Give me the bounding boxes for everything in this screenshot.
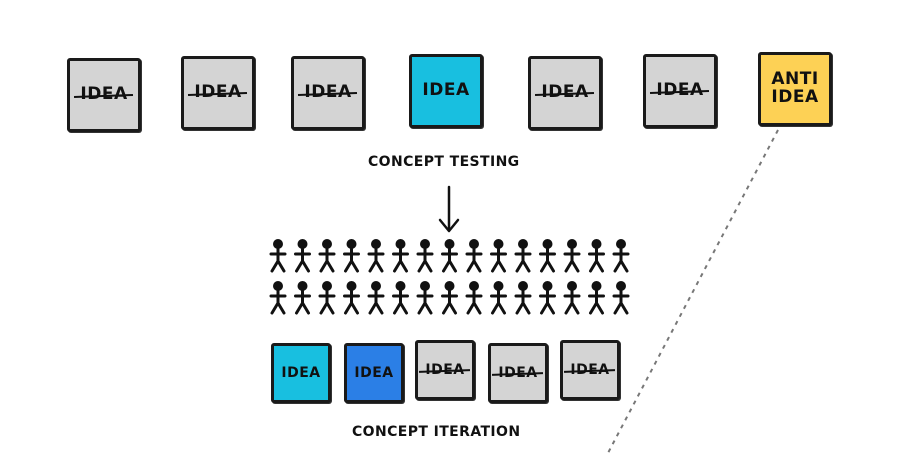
- person-icon: [563, 239, 581, 273]
- person-icon: [539, 281, 556, 315]
- person-icon: [294, 239, 311, 273]
- person-icon: [612, 281, 630, 315]
- person-icon: [318, 239, 336, 273]
- person-icon: [392, 239, 409, 273]
- person-icon: [514, 281, 532, 315]
- person-icon: [465, 239, 483, 273]
- idea-label: IDEA: [570, 361, 610, 378]
- person-icon: [367, 281, 385, 315]
- person-icon: [588, 281, 605, 315]
- person-icon: [343, 239, 360, 273]
- idea-box-selected: IDEA: [271, 343, 331, 403]
- person-icon: [269, 281, 287, 315]
- idea-label: IDEA: [281, 364, 321, 381]
- person-icon: [416, 281, 434, 315]
- person-icon: [490, 281, 507, 315]
- idea-label: IDEA: [194, 82, 242, 103]
- person-icon: [318, 281, 336, 315]
- idea-label: IDEA: [354, 364, 394, 381]
- idea-box-selected: IDEA: [344, 343, 404, 403]
- person-icon: [588, 239, 605, 273]
- person-icon: [441, 281, 458, 315]
- person-icon: [269, 239, 287, 273]
- person-icon: [392, 281, 409, 315]
- idea-label: IDEA: [656, 80, 704, 101]
- idea-box: IDEA: [181, 56, 255, 130]
- idea-box-selected: IDEA: [409, 54, 483, 128]
- idea-box: IDEA: [291, 56, 365, 130]
- idea-box: IDEA: [643, 54, 717, 128]
- person-icon: [612, 239, 630, 273]
- person-icon: [563, 281, 581, 315]
- person-icon: [539, 239, 556, 273]
- idea-box: IDEA: [560, 340, 620, 400]
- person-icon: [465, 281, 483, 315]
- person-icon: [367, 239, 385, 273]
- person-icon: [441, 239, 458, 273]
- person-icon: [294, 281, 311, 315]
- crowd-of-testers: [269, 239, 630, 315]
- idea-label: IDEA: [498, 364, 538, 381]
- idea-label: IDEA: [80, 84, 128, 105]
- idea-label: IDEA: [425, 361, 465, 378]
- idea-box: IDEA: [67, 58, 141, 132]
- idea-box: IDEA: [528, 56, 602, 130]
- down-arrow-icon: [438, 185, 460, 233]
- idea-label: IDEA: [304, 82, 352, 103]
- concept-testing-caption: CONCEPT TESTING: [368, 154, 520, 170]
- person-icon: [514, 239, 532, 273]
- person-icon: [416, 239, 434, 273]
- idea-box: IDEA: [415, 340, 475, 400]
- idea-box: IDEA: [488, 343, 548, 403]
- idea-label: IDEA: [541, 82, 589, 103]
- person-icon: [490, 239, 507, 273]
- idea-label: IDEA: [422, 80, 470, 101]
- anti-idea-label: ANTI IDEA: [771, 69, 819, 107]
- person-icon: [343, 281, 360, 315]
- anti-idea-box: ANTI IDEA: [758, 52, 832, 126]
- concept-iteration-caption: CONCEPT ITERATION: [352, 424, 521, 440]
